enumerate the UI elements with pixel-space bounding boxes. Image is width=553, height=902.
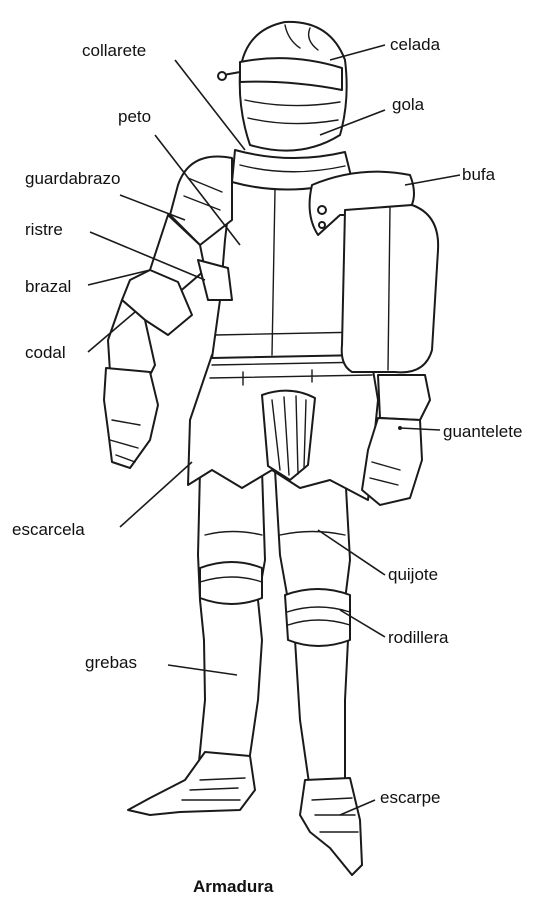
label-grebas: grebas: [85, 653, 137, 672]
left-sabaton: [128, 752, 255, 815]
diagram-caption: Armadura: [193, 877, 274, 896]
armor-illustration: [104, 22, 438, 875]
label-ristre: ristre: [25, 220, 63, 239]
label-escarpe: escarpe: [380, 788, 440, 807]
label-peto: peto: [118, 107, 151, 126]
label-quijote: quijote: [388, 565, 438, 584]
label-gola: gola: [392, 95, 425, 114]
leader-bufa: [405, 175, 460, 185]
label-bufa: bufa: [462, 165, 496, 184]
label-rodillera: rodillera: [388, 628, 449, 647]
label-guardabrazo: guardabrazo: [25, 169, 120, 188]
label-escarcela: escarcela: [12, 520, 85, 539]
leader-escarcela: [120, 462, 192, 527]
right-forearm: [378, 375, 430, 420]
left-leg: [198, 470, 265, 772]
left-knee-plate: [200, 562, 262, 604]
label-codal: codal: [25, 343, 66, 362]
label-brazal: brazal: [25, 277, 71, 296]
label-guantelete: guantelete: [443, 422, 522, 441]
label-collarete: collarete: [82, 41, 146, 60]
left-gauntlet: [104, 368, 158, 468]
label-celada: celada: [390, 35, 441, 54]
right-knee-plate: [285, 589, 350, 646]
right-sabaton: [300, 778, 362, 875]
